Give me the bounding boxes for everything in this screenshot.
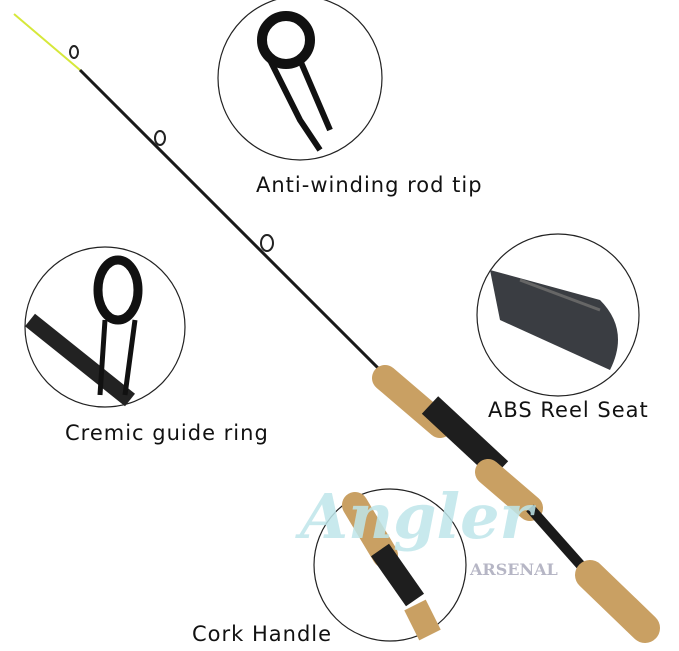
label-cork-handle: Cork Handle [192,622,333,646]
label-reel-seat: ABS Reel Seat [488,398,649,422]
rod-guides [69,45,274,252]
rear-cork-grip [575,560,660,643]
detail-rod-tip [217,0,383,161]
detail-cork-handle [313,488,467,642]
detail-reel-seat [476,233,640,397]
watermark-subtitle: ARSENAL [470,560,558,579]
rod-tip-section [13,13,81,71]
watermark-logo: Angler [300,480,533,553]
mid-cork-grip [475,459,543,521]
label-rod-tip: Anti-winding rod tip [256,173,483,197]
rod-blank [78,68,392,382]
label-guide-ring: Cremic guide ring [65,421,269,445]
detail-guide-ring [24,246,186,408]
